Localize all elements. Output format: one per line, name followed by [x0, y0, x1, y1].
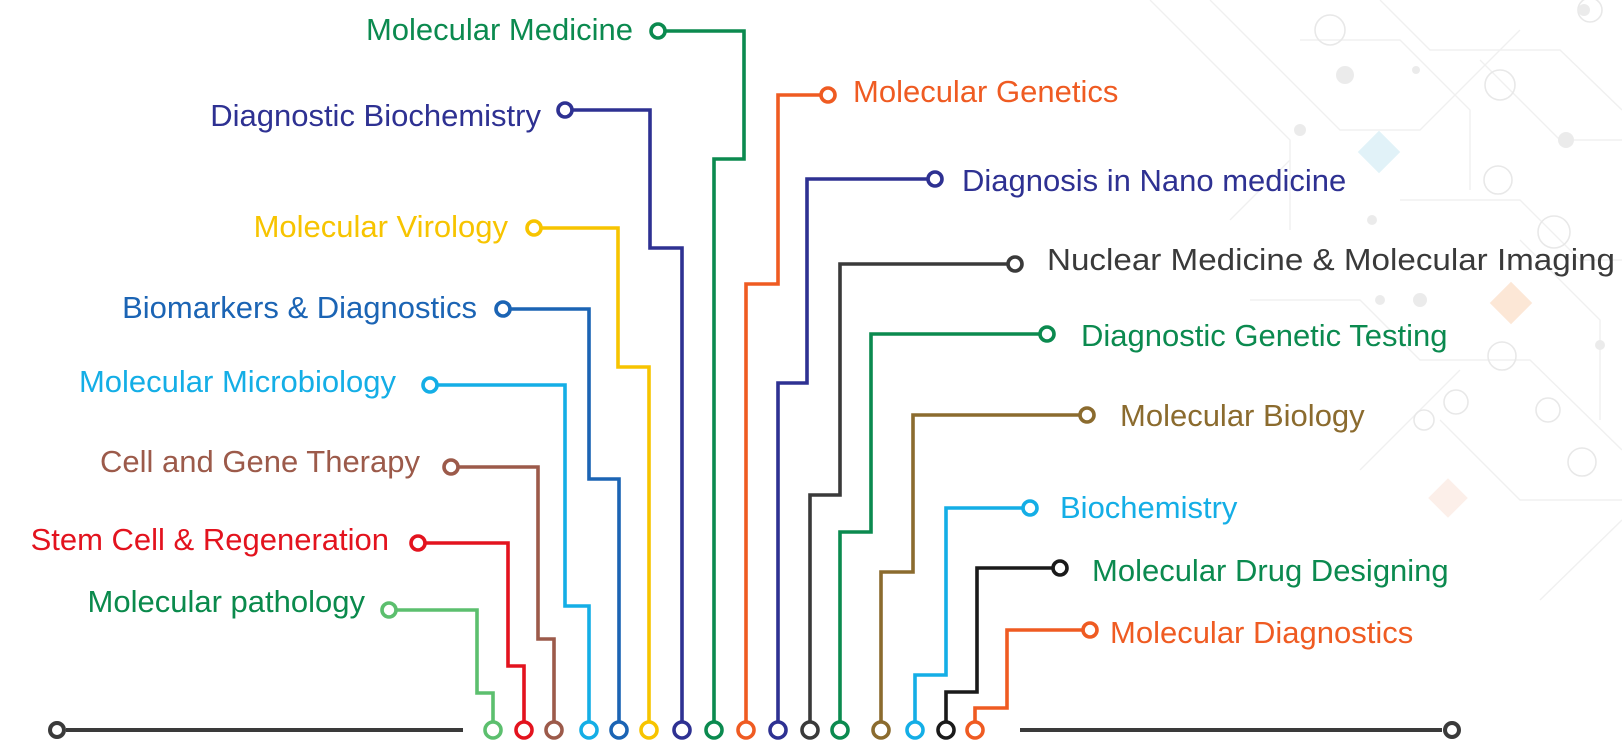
- base-node-molecular-medicine: [706, 722, 722, 738]
- base-node-diagnostic-genetic-testing: [832, 722, 848, 738]
- base-node-molecular-drug-designing: [938, 722, 954, 738]
- label-nuclear-medicine-imaging[interactable]: Nuclear Medicine & Molecular Imaging: [1047, 242, 1615, 277]
- base-node-diagnostic-biochemistry: [674, 722, 690, 738]
- trace-molecular-microbiology: [437, 385, 589, 722]
- base-node-molecular-microbiology: [581, 722, 597, 738]
- base-node-molecular-pathology: [485, 722, 501, 738]
- base-node-cell-gene-therapy: [546, 722, 562, 738]
- trace-molecular-drug-designing: [946, 568, 1053, 722]
- node-biochemistry: [1023, 501, 1037, 515]
- baseline-left-node: [50, 723, 64, 737]
- node-molecular-microbiology: [423, 378, 437, 392]
- node-biomarkers-diagnostics: [496, 302, 510, 316]
- label-diagnostic-genetic-testing[interactable]: Diagnostic Genetic Testing: [1081, 318, 1447, 353]
- trace-molecular-diagnostics: [975, 630, 1083, 722]
- node-diagnostic-genetic-testing: [1040, 327, 1054, 341]
- trace-molecular-medicine: [665, 31, 744, 722]
- trace-diagnostic-genetic-testing: [840, 334, 1040, 722]
- label-molecular-diagnostics[interactable]: Molecular Diagnostics: [1110, 615, 1413, 650]
- base-node-biochemistry: [907, 722, 923, 738]
- node-diagnosis-nano-medicine: [928, 172, 942, 186]
- base-node-stem-cell-regeneration: [516, 722, 532, 738]
- base-node-nuclear-medicine-imaging: [802, 722, 818, 738]
- label-diagnostic-biochemistry[interactable]: Diagnostic Biochemistry: [210, 98, 541, 133]
- base-node-molecular-diagnostics: [967, 722, 983, 738]
- label-molecular-microbiology[interactable]: Molecular Microbiology: [79, 364, 397, 399]
- node-cell-gene-therapy: [444, 460, 458, 474]
- trace-cell-gene-therapy: [458, 467, 554, 722]
- base-node-molecular-genetics: [738, 722, 754, 738]
- label-stem-cell-regeneration[interactable]: Stem Cell & Regeneration: [31, 522, 389, 557]
- label-molecular-pathology[interactable]: Molecular pathology: [88, 584, 366, 619]
- label-molecular-drug-designing[interactable]: Molecular Drug Designing: [1092, 553, 1449, 588]
- label-biochemistry[interactable]: Biochemistry: [1060, 490, 1238, 525]
- label-biomarkers-diagnostics[interactable]: Biomarkers & Diagnostics: [122, 290, 477, 325]
- trace-stem-cell-regeneration: [425, 543, 524, 722]
- node-stem-cell-regeneration: [411, 536, 425, 550]
- label-molecular-biology[interactable]: Molecular Biology: [1120, 398, 1365, 433]
- node-molecular-medicine: [651, 24, 665, 38]
- label-cell-gene-therapy[interactable]: Cell and Gene Therapy: [100, 444, 420, 479]
- trace-diagnosis-nano-medicine: [778, 179, 928, 722]
- node-molecular-biology: [1080, 408, 1094, 422]
- base-node-biomarkers-diagnostics: [611, 722, 627, 738]
- node-nuclear-medicine-imaging: [1008, 257, 1022, 271]
- node-diagnostic-biochemistry: [558, 103, 572, 117]
- label-molecular-virology[interactable]: Molecular Virology: [254, 209, 509, 244]
- node-molecular-virology: [527, 221, 541, 235]
- node-molecular-drug-designing: [1053, 561, 1067, 575]
- trace-molecular-virology: [541, 228, 649, 722]
- trace-molecular-pathology: [396, 610, 493, 722]
- label-molecular-medicine[interactable]: Molecular Medicine: [366, 12, 633, 47]
- base-node-molecular-biology: [873, 722, 889, 738]
- base-node-diagnosis-nano-medicine: [770, 722, 786, 738]
- node-molecular-pathology: [382, 603, 396, 617]
- node-molecular-genetics: [821, 88, 835, 102]
- label-diagnosis-nano-medicine[interactable]: Diagnosis in Nano medicine: [962, 163, 1346, 198]
- base-node-molecular-virology: [641, 722, 657, 738]
- label-molecular-genetics[interactable]: Molecular Genetics: [853, 74, 1118, 109]
- baseline-right-node: [1445, 723, 1459, 737]
- node-molecular-diagnostics: [1083, 623, 1097, 637]
